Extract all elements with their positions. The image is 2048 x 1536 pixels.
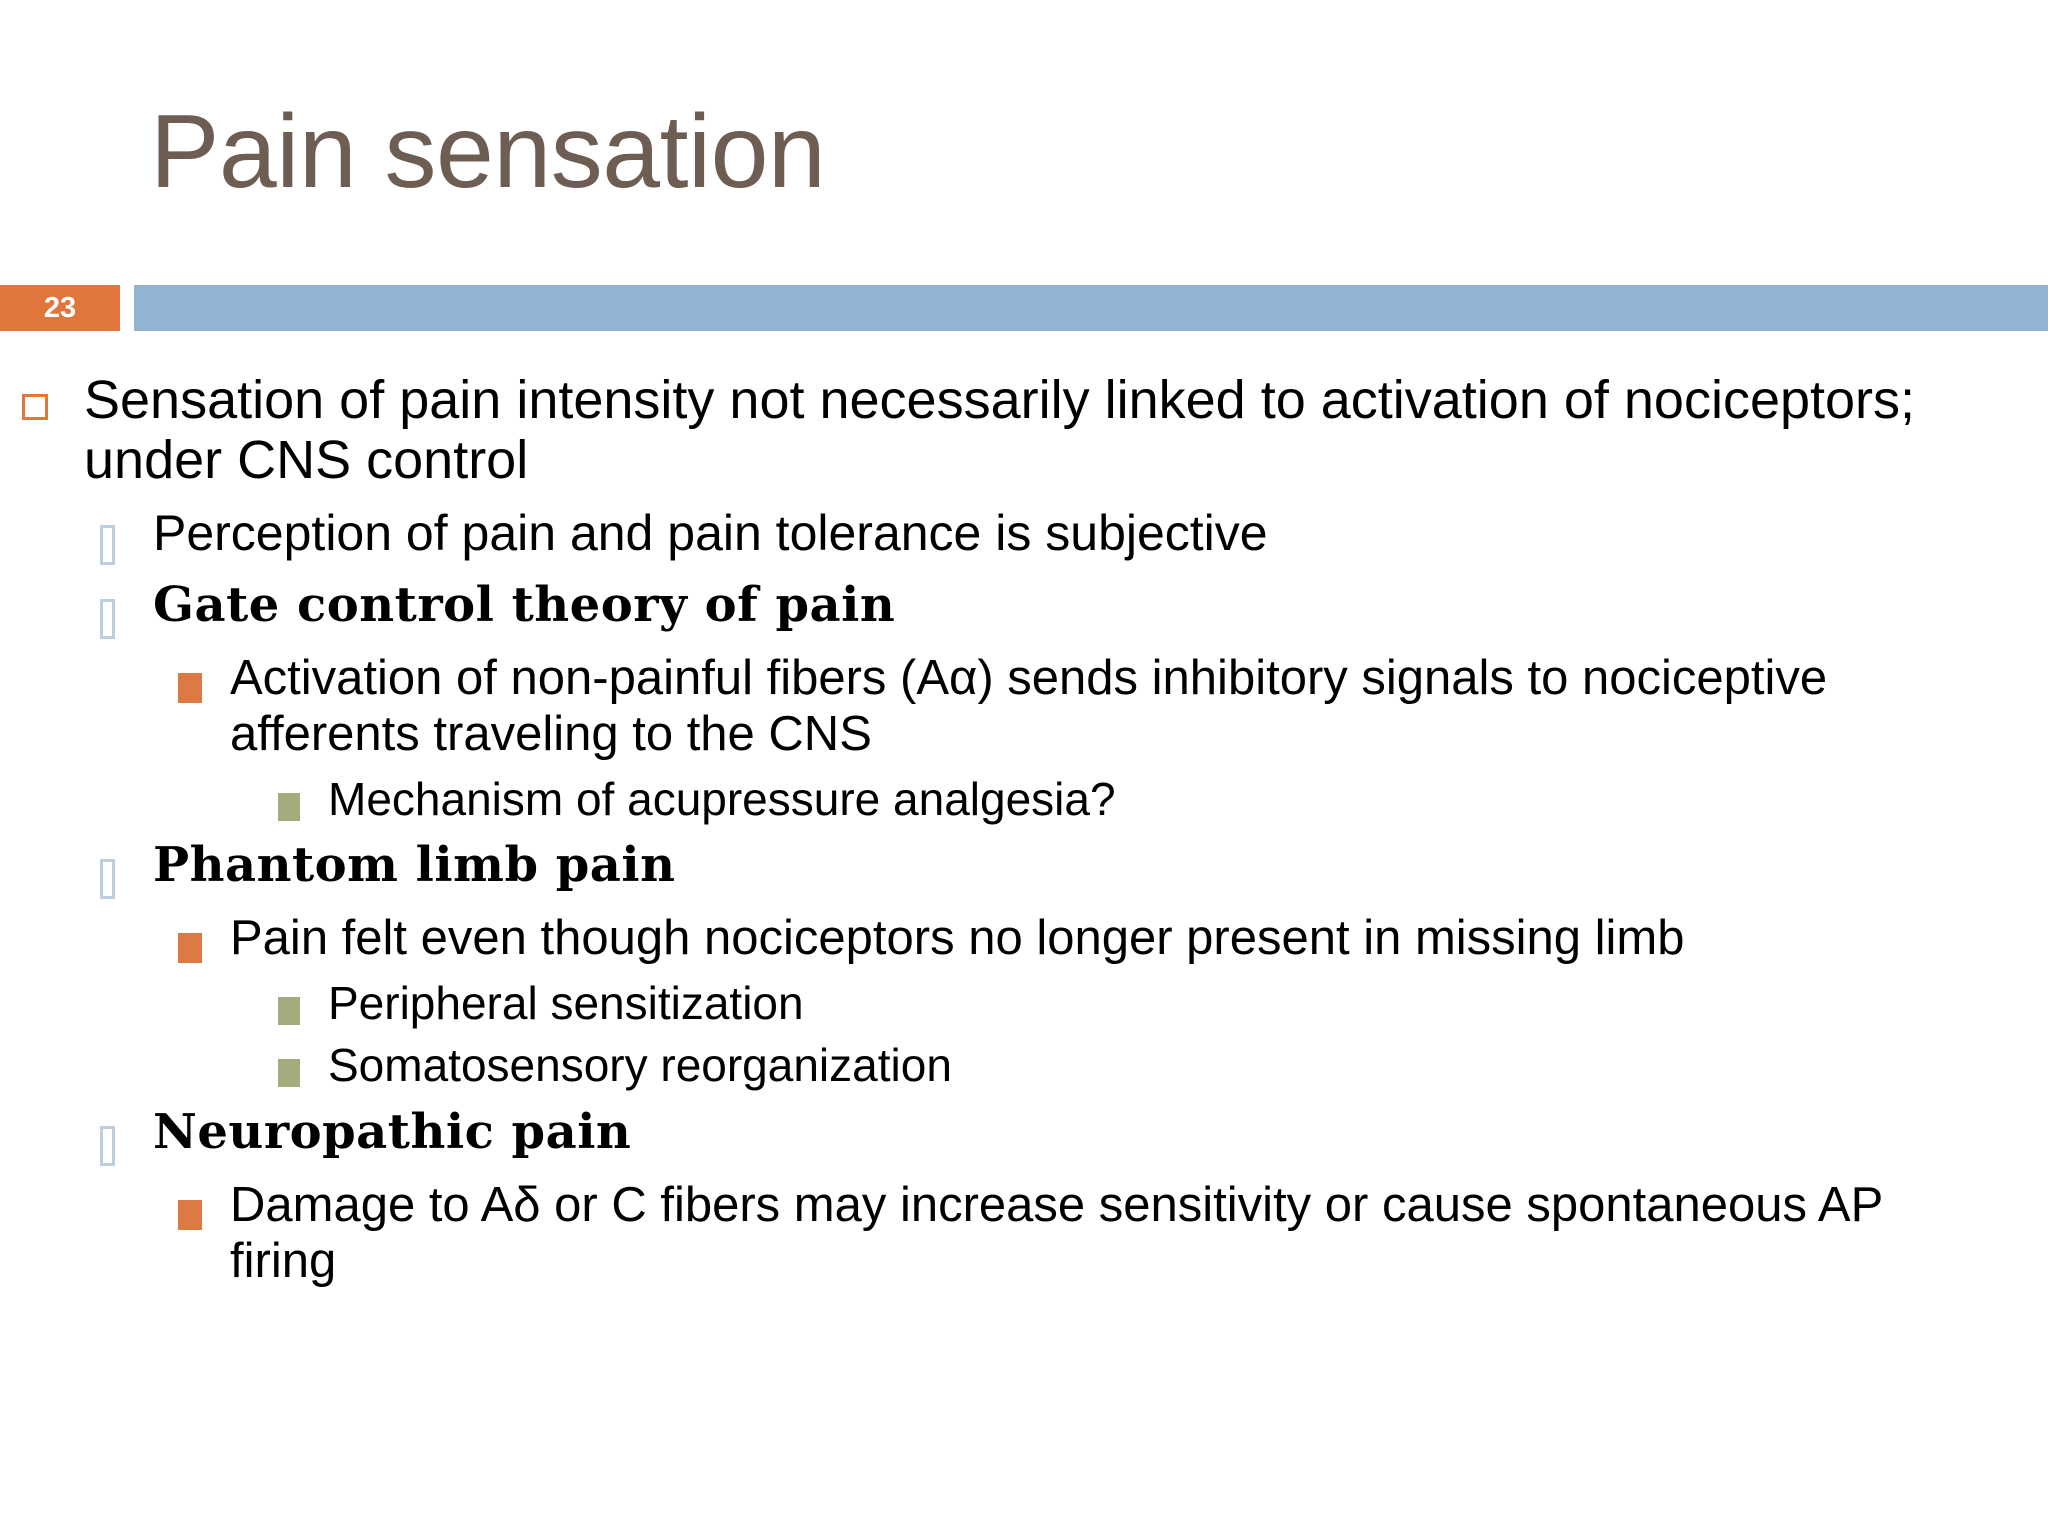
bullet-filled-square-icon <box>278 1059 300 1088</box>
list-item-label: Activation of non-painful fibers (Aα) se… <box>230 650 1828 761</box>
list-item-label: Pain felt even though nociceptors no lon… <box>230 911 1685 966</box>
bullet-bar-icon <box>100 859 115 900</box>
slide-body: Sensation of pain intensity not necessar… <box>0 370 2048 1290</box>
list-item: Perception of pain and pain tolerance is… <box>0 505 2048 565</box>
bullet-filled-square-icon <box>278 996 300 1025</box>
page-title: Pain sensation <box>150 94 826 210</box>
list-item: Pain felt even though nociceptors no lon… <box>0 911 2048 967</box>
list-item: Neuropathic pain <box>0 1103 2048 1166</box>
list-item-label: Gate control theory of pain <box>153 576 896 633</box>
list-item: Damage to Aδ or C fibers may increase se… <box>0 1178 2048 1290</box>
slide-number-badge: 23 <box>0 285 120 331</box>
list-item-label: Damage to Aδ or C fibers may increase se… <box>230 1177 1883 1288</box>
list-item-label: Mechanism of acupressure analgesia? <box>328 772 1116 825</box>
bullet-bar-icon <box>100 524 115 565</box>
list-item: Peripheral sensitization <box>0 977 2048 1029</box>
bullet-filled-square-icon <box>178 672 202 703</box>
list-item-label: Phantom limb pain <box>153 837 676 894</box>
list-item-label: Perception of pain and pain tolerance is… <box>153 504 1268 561</box>
bullet-bar-icon <box>100 598 115 639</box>
bullet-square-outline-icon <box>22 394 48 420</box>
list-item: Phantom limb pain <box>0 837 2048 900</box>
list-item-label: Sensation of pain intensity not necessar… <box>84 370 1916 491</box>
bullet-filled-square-icon <box>178 1199 202 1230</box>
list-item-label: Peripheral sensitization <box>328 976 804 1029</box>
title-divider-band: 23 <box>0 285 2048 331</box>
list-item: Activation of non-painful fibers (Aα) se… <box>0 651 2048 763</box>
list-item: Somatosensory reorganization <box>0 1039 2048 1091</box>
list-item: Gate control theory of pain <box>0 576 2048 639</box>
bullet-bar-icon <box>100 1125 115 1166</box>
list-item-label: Neuropathic pain <box>153 1103 632 1160</box>
list-item-label: Somatosensory reorganization <box>328 1039 952 1092</box>
list-item: Sensation of pain intensity not necessar… <box>0 370 2048 491</box>
bullet-filled-square-icon <box>178 933 202 964</box>
bullet-filled-square-icon <box>278 792 300 821</box>
list-item: Mechanism of acupressure analgesia? <box>0 773 2048 825</box>
divider-rule <box>134 285 2048 331</box>
